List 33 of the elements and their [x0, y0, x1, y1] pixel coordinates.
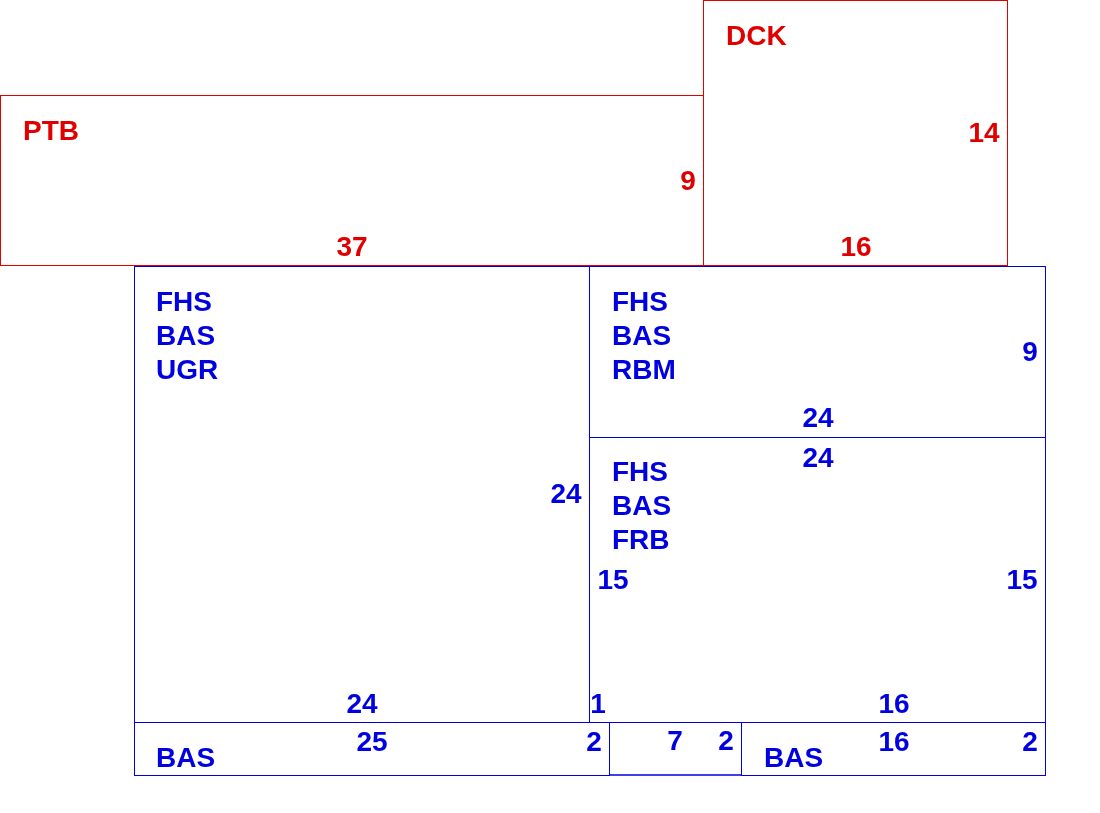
room-outline	[0, 95, 704, 266]
dimension-label: 2	[718, 724, 734, 758]
room-label: FHS BAS RBM	[612, 285, 676, 387]
dimension-label: 24	[346, 687, 378, 721]
dimension-label: 2	[1022, 725, 1038, 759]
dimension-label: 7	[667, 724, 683, 758]
dimension-label: 9	[1022, 335, 1038, 369]
room-label: BAS	[156, 741, 216, 775]
dimension-label: 24	[802, 401, 834, 435]
room-outline	[589, 266, 1046, 438]
dimension-label: 16	[878, 687, 910, 721]
room-label: FHS BAS UGR	[156, 285, 219, 387]
room-outline	[134, 722, 610, 776]
room-outline	[741, 722, 1046, 776]
room-outline	[134, 266, 590, 723]
dimension-label: 16	[840, 230, 872, 264]
dimension-label: 37	[336, 230, 368, 264]
dimension-label: 14	[968, 116, 1000, 150]
room-outline	[589, 437, 1046, 723]
dimension-label: 16	[878, 725, 910, 759]
room-label: BAS	[764, 741, 824, 775]
room-label: PTB	[23, 114, 79, 148]
room-label: FHS BAS FRB	[612, 455, 672, 557]
dimension-label: 2	[586, 725, 602, 759]
room-outline	[703, 0, 1008, 266]
room-label: DCK	[726, 19, 787, 53]
dimension-label: 24	[550, 477, 582, 511]
dimension-label: 15	[1006, 563, 1038, 597]
dimension-label: 25	[356, 725, 388, 759]
dimension-label: 1	[590, 687, 606, 721]
dimension-label: 9	[680, 164, 696, 198]
dimension-label: 24	[802, 441, 834, 475]
dimension-label: 15	[597, 563, 629, 597]
